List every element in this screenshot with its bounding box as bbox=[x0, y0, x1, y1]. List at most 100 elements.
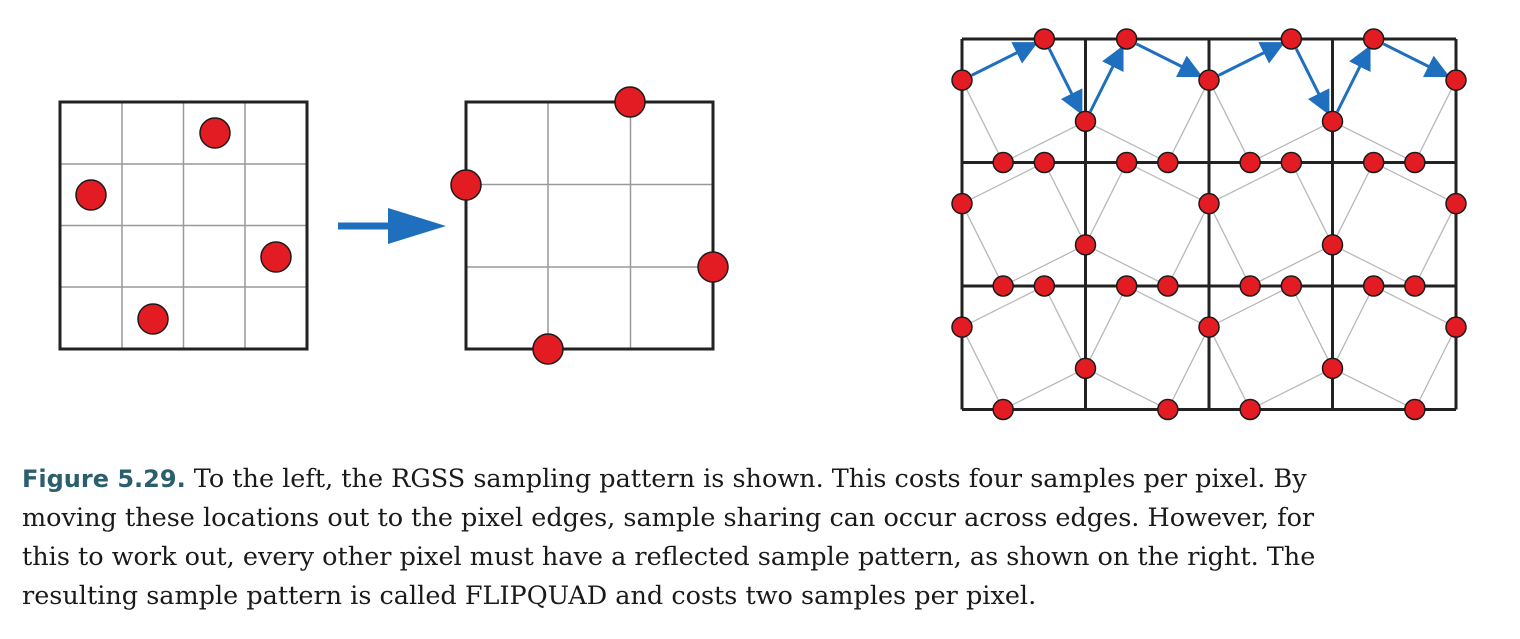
tiled-sample bbox=[1157, 151, 1179, 174]
tiled-sample bbox=[1404, 275, 1426, 297]
tiled-sample bbox=[1239, 275, 1261, 297]
tiled-sample bbox=[1239, 398, 1261, 421]
flipquad-sample bbox=[450, 169, 482, 201]
rgss-sample bbox=[260, 241, 292, 273]
tiled-connector bbox=[961, 79, 1004, 163]
tiled-connector bbox=[1043, 162, 1087, 246]
tiled-connector bbox=[1002, 120, 1086, 164]
tiled-connector bbox=[961, 285, 1045, 328]
tiled-connector bbox=[961, 161, 1045, 205]
flipquad-samples bbox=[450, 86, 729, 365]
caption-line-4: resulting sample pattern is called FLIPQ… bbox=[22, 581, 1037, 611]
tiled-sample bbox=[1404, 151, 1426, 174]
figure-label: Figure 5.29. bbox=[22, 465, 186, 493]
tiled-samples bbox=[951, 28, 1467, 421]
tiled-sample bbox=[1445, 192, 1467, 215]
tiled-sample bbox=[1033, 275, 1056, 297]
tiled-sample bbox=[1074, 357, 1097, 380]
tiled-connector bbox=[961, 326, 1004, 410]
tiled-sample bbox=[1198, 192, 1220, 215]
sharing-arrow bbox=[1089, 45, 1124, 113]
tiled-connector bbox=[1167, 79, 1210, 163]
tiled-connector bbox=[1414, 79, 1457, 163]
flipquad-sample bbox=[532, 333, 564, 365]
tiled-sample bbox=[1239, 151, 1261, 174]
tiled-pixel-grid bbox=[960, 37, 1458, 411]
tiled-sample bbox=[1404, 398, 1426, 421]
figure-diagram bbox=[58, 28, 1467, 421]
tiled-sample bbox=[1362, 275, 1385, 297]
tiled-connector bbox=[1085, 120, 1169, 164]
tiled-connector bbox=[1290, 285, 1334, 369]
tiled-sample bbox=[1280, 151, 1303, 174]
tiled-connector bbox=[1331, 162, 1375, 246]
tiled-sample bbox=[1198, 316, 1220, 338]
tiled-connector bbox=[1208, 161, 1292, 205]
tiled-sample bbox=[1157, 398, 1179, 421]
tiled-sample bbox=[1198, 69, 1220, 91]
tiled-sample bbox=[1074, 110, 1097, 133]
tiled-sample bbox=[951, 192, 973, 215]
tiled-connector bbox=[1085, 367, 1169, 411]
tiled-connector bbox=[1084, 162, 1128, 246]
sharing-arrow bbox=[1336, 45, 1371, 113]
rgss-panel bbox=[58, 100, 309, 351]
tiled-connector bbox=[1002, 244, 1086, 287]
caption-line-1: To the left, the RGSS sampling pattern i… bbox=[185, 464, 1307, 494]
tiled-connector bbox=[1332, 367, 1416, 411]
tiled-connector bbox=[1290, 162, 1334, 246]
tiled-sample bbox=[992, 151, 1014, 174]
tiled-connector bbox=[1167, 326, 1210, 410]
rgss-minor-grid bbox=[60, 102, 307, 349]
tiled-sample bbox=[951, 69, 973, 91]
tiled-connector bbox=[1208, 79, 1251, 163]
tiled-connector bbox=[1331, 285, 1375, 369]
tiled-sample bbox=[1321, 110, 1344, 133]
tiled-connector bbox=[1208, 203, 1251, 287]
tiled-sample bbox=[1362, 151, 1385, 174]
tiled-connector bbox=[1249, 120, 1333, 164]
tiled-sample bbox=[1033, 151, 1056, 174]
tiled-sample bbox=[1321, 234, 1344, 256]
flipquad-pixel-border bbox=[464, 100, 715, 351]
tiled-sample bbox=[1115, 28, 1138, 50]
rgss-sample bbox=[199, 117, 231, 149]
tiled-sample bbox=[951, 316, 973, 338]
sharing-arrow bbox=[1135, 42, 1203, 78]
tiled-connector bbox=[1126, 285, 1210, 328]
rgss-samples bbox=[75, 117, 292, 335]
tiled-connector bbox=[1249, 244, 1333, 287]
tiled-connector bbox=[1043, 285, 1087, 369]
tiled-sample bbox=[1115, 275, 1138, 297]
flipquad-minor-grid bbox=[466, 102, 713, 349]
flipquad-sample bbox=[697, 251, 729, 283]
tiled-connector bbox=[1332, 120, 1416, 164]
tiled-sample bbox=[1157, 275, 1179, 297]
tiled-connector bbox=[1085, 244, 1169, 287]
tiled-connector bbox=[1332, 244, 1416, 287]
tiled-sample bbox=[1445, 69, 1467, 91]
tiled-sample bbox=[992, 275, 1014, 297]
sharing-arrow bbox=[1382, 42, 1450, 78]
caption-line-2: moving these locations out to the pixel … bbox=[22, 503, 1315, 533]
sample-sharing-arrows bbox=[971, 42, 1450, 116]
tiled-connector bbox=[1373, 161, 1457, 205]
tiled-connector bbox=[1167, 203, 1210, 287]
tiled-connector bbox=[1002, 367, 1086, 411]
rgss-sample bbox=[137, 303, 169, 335]
sharing-arrow bbox=[1047, 48, 1083, 116]
rgss-pixel-border bbox=[58, 100, 309, 351]
tiled-sample bbox=[1115, 151, 1138, 174]
tiled-sample bbox=[1280, 28, 1303, 50]
caption-line-3: this to work out, every other pixel must… bbox=[22, 542, 1316, 572]
tiled-connector bbox=[1084, 285, 1128, 369]
tiled-connector bbox=[1414, 326, 1457, 410]
tiled-connector bbox=[1208, 326, 1251, 410]
sharing-arrow bbox=[1218, 42, 1286, 77]
tiled-sample bbox=[992, 398, 1014, 421]
tiled-connector bbox=[1414, 203, 1457, 287]
tiled-sample bbox=[1033, 28, 1056, 50]
tiled-sample bbox=[1445, 316, 1467, 338]
tiled-connector bbox=[1208, 285, 1292, 328]
tiled-sample bbox=[1321, 357, 1344, 380]
